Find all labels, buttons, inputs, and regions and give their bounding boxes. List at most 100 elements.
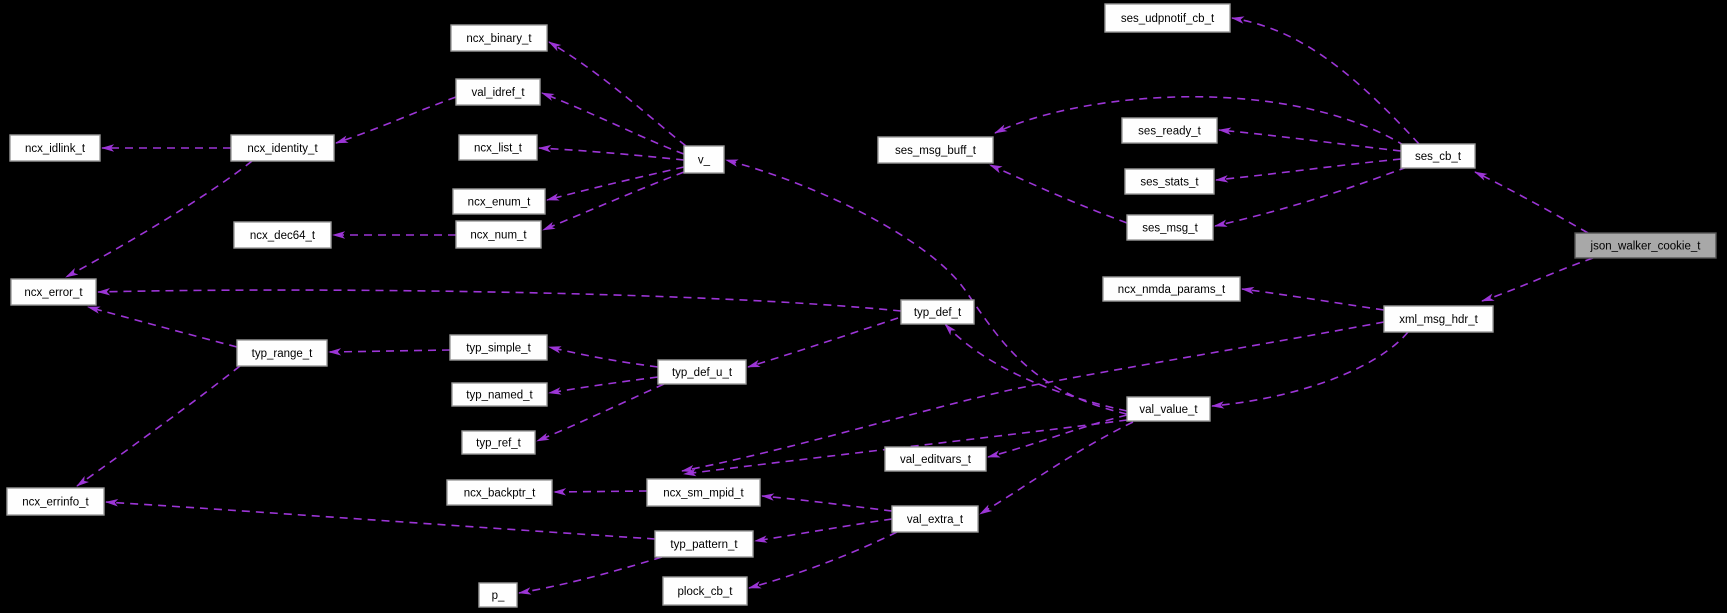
node-box-ncx_sm_mpid_t[interactable]: [646, 478, 761, 507]
node-label-ncx_enum_t: ncx_enum_t: [468, 197, 531, 209]
node-label-ses_msg_buff_t: ses_msg_buff_t: [895, 145, 977, 157]
edge-val_value_t-to-v_: [725, 159, 1128, 415]
node-v_[interactable]: v_: [683, 145, 725, 174]
edge-xml_msg_hdr_t-to-ncx_sm_mpid_t: [681, 321, 1385, 473]
node-box-typ_named_t[interactable]: [451, 382, 548, 407]
node-xml_msg_hdr_t[interactable]: xml_msg_hdr_t: [1383, 305, 1494, 333]
node-box-typ_ref_t[interactable]: [461, 430, 536, 455]
node-box-typ_simple_t[interactable]: [449, 334, 548, 361]
node-box-plock_cb_t[interactable]: [662, 576, 748, 606]
node-ses_msg_buff_t[interactable]: ses_msg_buff_t: [877, 136, 994, 164]
node-box-ses_cb_t[interactable]: [1400, 143, 1476, 169]
edge-v_-to-ncx_num_t: [542, 171, 685, 231]
node-typ_def_t[interactable]: typ_def_t: [900, 299, 975, 325]
node-ses_msg_t[interactable]: ses_msg_t: [1126, 214, 1214, 241]
node-ncx_identity_t[interactable]: ncx_identity_t: [230, 134, 335, 162]
edge-v_-to-ncx_binary_t: [548, 41, 687, 147]
node-box-ses_udpnotif_cb_t[interactable]: [1104, 3, 1231, 33]
node-box-ses_msg_buff_t[interactable]: [877, 136, 994, 164]
node-ses_stats_t[interactable]: ses_stats_t: [1124, 168, 1215, 195]
edge-val_value_t-to-typ_def_t: [944, 323, 1128, 412]
node-label-typ_def_u_t: typ_def_u_t: [672, 367, 733, 379]
node-box-v_[interactable]: [683, 145, 725, 174]
edge-typ_pattern_t-to-p_: [518, 556, 663, 595]
edge-v_-to-ncx_list_t: [538, 144, 685, 161]
node-ncx_sm_mpid_t[interactable]: ncx_sm_mpid_t: [646, 478, 761, 507]
node-typ_def_u_t[interactable]: typ_def_u_t: [657, 359, 747, 385]
node-box-json_walker_cookie_t[interactable]: [1574, 232, 1717, 259]
edge-val_extra_t-to-ncx_sm_mpid_t: [761, 493, 893, 512]
node-box-ncx_enum_t[interactable]: [452, 188, 546, 215]
node-ncx_nmda_params_t[interactable]: ncx_nmda_params_t: [1102, 276, 1241, 302]
node-box-ncx_error_t[interactable]: [10, 278, 97, 306]
node-box-typ_def_u_t[interactable]: [657, 359, 747, 385]
node-label-typ_def_t: typ_def_t: [914, 307, 962, 319]
node-box-ses_msg_t[interactable]: [1126, 214, 1214, 241]
node-box-ncx_binary_t[interactable]: [450, 24, 548, 52]
edge-json_walker_cookie_t-to-xml_msg_hdr_t: [1481, 257, 1594, 302]
node-label-typ_pattern_t: typ_pattern_t: [670, 539, 738, 551]
node-box-ses_ready_t[interactable]: [1121, 117, 1218, 144]
node-box-typ_range_t[interactable]: [236, 339, 328, 367]
edge-typ_def_t-to-ncx_error_t: [97, 287, 902, 312]
node-box-ncx_nmda_params_t[interactable]: [1102, 276, 1241, 302]
node-typ_range_t[interactable]: typ_range_t: [236, 339, 328, 367]
node-label-ses_cb_t: ses_cb_t: [1415, 151, 1462, 163]
node-ncx_error_t[interactable]: ncx_error_t: [10, 278, 97, 306]
node-box-ncx_identity_t[interactable]: [230, 134, 335, 162]
node-json_walker_cookie_t[interactable]: json_walker_cookie_t: [1574, 232, 1717, 259]
node-box-ncx_idlink_t[interactable]: [9, 134, 101, 162]
node-val_editvars_t[interactable]: val_editvars_t: [884, 446, 987, 472]
node-plock_cb_t[interactable]: plock_cb_t: [662, 576, 748, 606]
node-ses_ready_t[interactable]: ses_ready_t: [1121, 117, 1218, 144]
node-typ_simple_t[interactable]: typ_simple_t: [449, 334, 548, 361]
node-ncx_binary_t[interactable]: ncx_binary_t: [450, 24, 548, 52]
node-val_idref_t[interactable]: val_idref_t: [455, 78, 541, 106]
node-box-typ_def_t[interactable]: [900, 299, 975, 325]
node-label-ncx_nmda_params_t: ncx_nmda_params_t: [1118, 284, 1226, 296]
node-box-p_[interactable]: [478, 582, 518, 608]
node-box-ncx_list_t[interactable]: [458, 134, 538, 161]
node-box-ncx_num_t[interactable]: [455, 220, 542, 249]
node-label-typ_simple_t: typ_simple_t: [466, 343, 531, 355]
node-label-ncx_identity_t: ncx_identity_t: [247, 143, 318, 155]
node-val_extra_t[interactable]: val_extra_t: [891, 505, 979, 533]
node-typ_ref_t[interactable]: typ_ref_t: [461, 430, 536, 455]
node-ncx_num_t[interactable]: ncx_num_t: [455, 220, 542, 249]
node-label-val_idref_t: val_idref_t: [471, 87, 525, 99]
node-box-ncx_dec64_t[interactable]: [233, 221, 332, 249]
node-label-val_editvars_t: val_editvars_t: [900, 454, 972, 466]
node-ncx_errinfo_t[interactable]: ncx_errinfo_t: [6, 487, 105, 516]
node-box-xml_msg_hdr_t[interactable]: [1383, 305, 1494, 333]
node-ncx_idlink_t[interactable]: ncx_idlink_t: [9, 134, 101, 162]
edge-xml_msg_hdr_t-to-ncx_nmda_params_t: [1241, 286, 1385, 311]
node-ses_udpnotif_cb_t[interactable]: ses_udpnotif_cb_t: [1104, 3, 1231, 33]
node-box-typ_pattern_t[interactable]: [654, 530, 754, 558]
node-ses_cb_t[interactable]: ses_cb_t: [1400, 143, 1476, 169]
node-typ_pattern_t[interactable]: typ_pattern_t: [654, 530, 754, 558]
node-ncx_backptr_t[interactable]: ncx_backptr_t: [446, 479, 553, 506]
edge-typ_def_u_t-to-typ_named_t: [548, 376, 659, 395]
node-p_[interactable]: p_: [478, 582, 518, 608]
node-label-ncx_error_t: ncx_error_t: [24, 287, 83, 299]
node-label-ncx_backptr_t: ncx_backptr_t: [464, 488, 536, 500]
node-ncx_enum_t[interactable]: ncx_enum_t: [452, 188, 546, 215]
node-typ_named_t[interactable]: typ_named_t: [451, 382, 548, 407]
node-box-ses_stats_t[interactable]: [1124, 168, 1215, 195]
node-box-val_editvars_t[interactable]: [884, 446, 987, 472]
edge-typ_simple_t-to-typ_range_t: [328, 348, 451, 356]
edge-ncx_sm_mpid_t-to-ncx_backptr_t: [553, 488, 648, 496]
node-box-val_value_t[interactable]: [1126, 396, 1211, 422]
node-box-ncx_backptr_t[interactable]: [446, 479, 553, 506]
node-val_value_t[interactable]: val_value_t: [1126, 396, 1211, 422]
node-label-plock_cb_t: plock_cb_t: [678, 586, 734, 598]
node-box-val_extra_t[interactable]: [891, 505, 979, 533]
node-box-val_idref_t[interactable]: [455, 78, 541, 106]
node-ncx_list_t[interactable]: ncx_list_t: [458, 134, 538, 161]
node-box-ncx_errinfo_t[interactable]: [6, 487, 105, 516]
edges-layer: [65, 16, 1594, 595]
node-ncx_dec64_t[interactable]: ncx_dec64_t: [233, 221, 332, 249]
edge-typ_def_u_t-to-typ_simple_t: [548, 346, 659, 368]
